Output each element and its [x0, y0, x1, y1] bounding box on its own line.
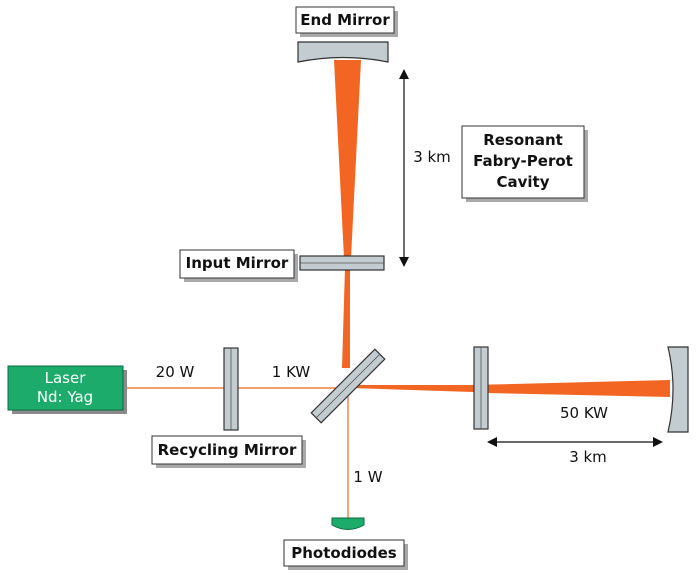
horizontal-end-mirror	[667, 346, 689, 433]
cavity-label-box: Resonant Fabry-Perot Cavity	[461, 125, 588, 202]
input-mirror	[299, 255, 385, 271]
recycling-mirror	[223, 347, 239, 431]
beam-horizontal-arm	[352, 380, 670, 397]
beam-splitter	[310, 348, 386, 424]
end-mirror-label: End Mirror	[300, 11, 390, 29]
laser: Laser Nd: Yag	[7, 365, 127, 414]
cavity-label-line1: Resonant	[483, 131, 563, 149]
input-mirror-label: Input Mirror	[186, 254, 289, 272]
beam-vertical-arm-upper	[334, 60, 361, 258]
arm-power-label: 50 KW	[560, 404, 608, 422]
recycling-mirror-label-box: Recycling Mirror	[151, 435, 306, 468]
cavity-label-line3: Cavity	[497, 173, 550, 191]
horizontal-input-mirror	[473, 346, 489, 430]
photodiodes-label-box: Photodiodes	[283, 539, 408, 570]
input-mirror-label-box: Input Mirror	[179, 249, 298, 282]
vertical-length-label: 3 km	[413, 148, 451, 166]
end-mirror-label-box: End Mirror	[295, 6, 398, 37]
photodiodes-label: Photodiodes	[291, 544, 397, 562]
beam-vertical-arm-lower	[342, 268, 350, 368]
end-mirror	[297, 41, 389, 63]
recycled-power-label: 1 KW	[272, 363, 311, 381]
laser-label-line2: Nd: Yag	[37, 388, 93, 406]
beams	[123, 60, 670, 520]
laser-power-label: 20 W	[156, 363, 195, 381]
horizontal-length-label: 3 km	[569, 448, 607, 466]
output-power-label: 1 W	[353, 468, 382, 486]
photodiode-detector	[331, 517, 365, 530]
laser-label-line1: Laser	[45, 369, 87, 387]
cavity-label-line2: Fabry-Perot	[473, 152, 573, 170]
recycling-mirror-label: Recycling Mirror	[158, 441, 297, 459]
